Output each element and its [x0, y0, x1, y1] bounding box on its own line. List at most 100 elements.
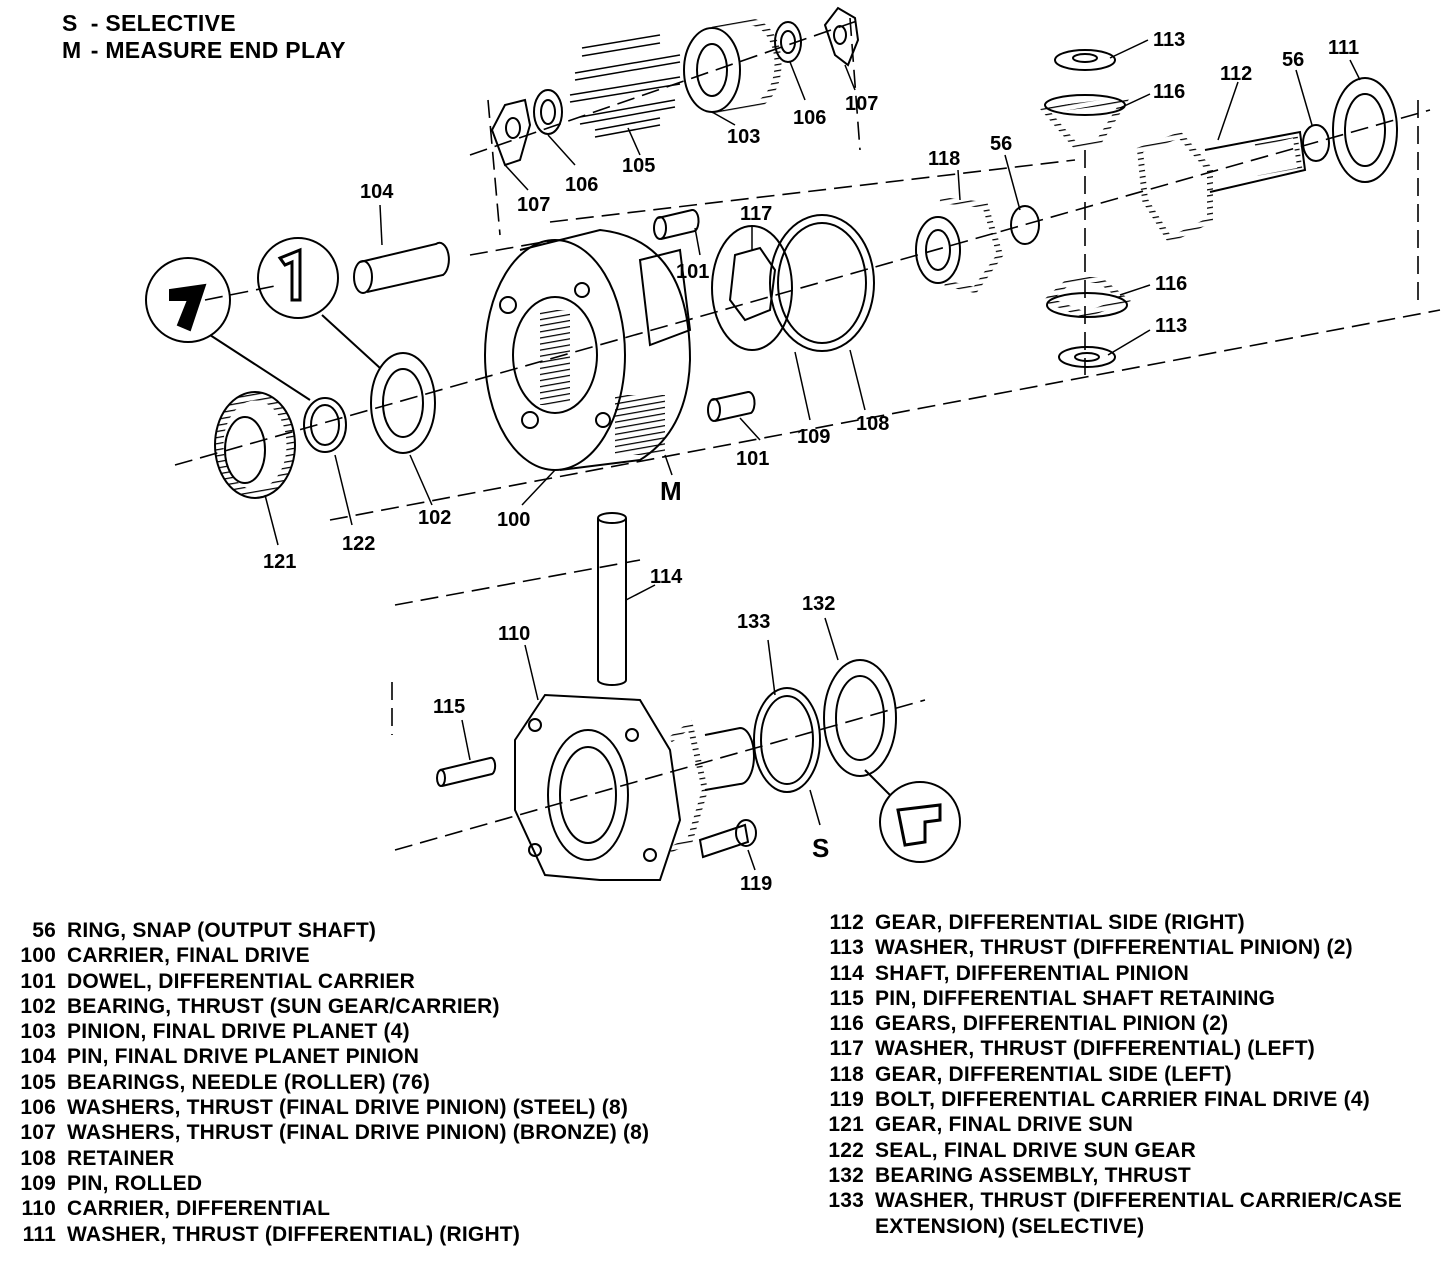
callout-107: 107	[845, 93, 878, 115]
part-description: PIN, DIFFERENTIAL SHAFT RETAINING	[875, 986, 1276, 1010]
part-number: 119	[829, 1088, 864, 1112]
thrust-bearing-102	[370, 352, 436, 454]
legend-key: S - SELECTIVE M - MEASURE END PLAY	[62, 10, 346, 64]
part-description: BEARING, THRUST (SUN GEAR/CARRIER)	[67, 994, 500, 1018]
parts-list-row: 122 SEAL, FINAL DRIVE SUN GEAR	[808, 1138, 1402, 1163]
callout-116: 116	[1155, 273, 1187, 295]
part-number: 132	[828, 1163, 864, 1187]
part-description: BOLT, DIFFERENTIAL CARRIER FINAL DRIVE (…	[875, 1088, 1370, 1112]
part-description: SHAFT, DIFFERENTIAL PINION	[875, 961, 1189, 985]
part-description: PIN, ROLLED	[67, 1171, 203, 1195]
callout-133: 133	[737, 611, 770, 633]
callout-106: 106	[793, 107, 826, 129]
callout-101: 101	[736, 448, 769, 470]
part-description: PIN, FINAL DRIVE PLANET PINION	[67, 1045, 420, 1069]
legend-selective: S - SELECTIVE	[62, 10, 346, 37]
callout-106: 106	[565, 174, 598, 196]
part-number: 112	[829, 911, 864, 934]
legend-text: - MEASURE END PLAY	[90, 37, 346, 63]
part-number: 103	[20, 1020, 56, 1044]
snap-ring-56-right	[1302, 124, 1330, 162]
callout-117: 117	[740, 203, 772, 225]
part-description: WASHER, THRUST (DIFFERENTIAL PINION) (2)	[875, 936, 1353, 960]
final-drive-carrier-100	[484, 228, 692, 471]
legend-text: - SELECTIVE	[90, 10, 236, 36]
thrust-bearing-132	[823, 659, 897, 777]
parts-list-row: 121 GEAR, FINAL DRIVE SUN	[808, 1112, 1402, 1137]
planet-pinion-103	[683, 18, 782, 116]
callout-105: 105	[622, 155, 655, 177]
pinion-gear-116-lower	[1042, 277, 1131, 319]
part-number: 100	[20, 944, 56, 968]
callout-110: 110	[498, 623, 530, 645]
part-description: GEARS, DIFFERENTIAL PINION (2)	[875, 1012, 1229, 1036]
parts-list-row: 115 PIN, DIFFERENTIAL SHAFT RETAINING	[808, 986, 1402, 1011]
planet-pin-104	[353, 241, 450, 294]
thrust-washers-top	[774, 6, 860, 67]
part-description: SEAL, FINAL DRIVE SUN GEAR	[875, 1138, 1197, 1162]
legend-code: S	[62, 10, 78, 36]
callout-100: 100	[497, 509, 530, 531]
callout-122: 122	[342, 533, 375, 555]
part-number: 108	[20, 1146, 56, 1170]
parts-list-row: 133 WASHER, THRUST (DIFFERENTIAL CARRIER/…	[808, 1188, 1402, 1213]
retainer-108	[769, 214, 875, 352]
callout-112: 112	[1220, 63, 1252, 85]
part-description: WASHER, THRUST (DIFFERENTIAL CARRIER/CAS…	[875, 1189, 1402, 1213]
callout-m: M	[660, 476, 682, 506]
part-description: RETAINER	[67, 1146, 175, 1170]
needle-bearings-105	[569, 34, 681, 138]
callout-56: 56	[990, 133, 1012, 155]
side-gear-112	[1136, 130, 1307, 244]
parts-list-row: 100 CARRIER, FINAL DRIVE	[0, 943, 649, 968]
part-number: 110	[21, 1197, 56, 1221]
part-description: CARRIER, FINAL DRIVE	[67, 944, 310, 968]
part-number: 115	[829, 986, 864, 1010]
dowel-101-lower	[707, 390, 756, 422]
part-number: 116	[829, 1012, 864, 1036]
leader-lines	[264, 39, 1361, 871]
thrust-washer-111	[1332, 77, 1398, 183]
dowel-101-upper	[653, 208, 700, 240]
part-number: 122	[828, 1138, 864, 1162]
centerlines	[174, 17, 1441, 851]
part-description: GEAR, DIFFERENTIAL SIDE (LEFT)	[875, 1062, 1232, 1086]
callout-107: 107	[517, 194, 550, 216]
part-description: GEAR, FINAL DRIVE SUN	[875, 1113, 1134, 1137]
parts-list-row: EXTENSION) (SELECTIVE)	[808, 1214, 1402, 1239]
callout-118: 118	[928, 148, 960, 170]
parts-list-row: 114 SHAFT, DIFFERENTIAL PINION	[808, 961, 1402, 986]
callout-108: 108	[856, 413, 889, 435]
part-number: 121	[828, 1113, 864, 1137]
parts-list-row: 116 GEARS, DIFFERENTIAL PINION (2)	[808, 1011, 1402, 1036]
part-number: 107	[20, 1121, 56, 1145]
parts-list-row: 108 RETAINER	[0, 1146, 649, 1171]
callout-113: 113	[1155, 315, 1187, 337]
part-description: RING, SNAP (OUTPUT SHAFT)	[67, 919, 377, 942]
bolt-119	[698, 819, 757, 859]
part-description: PINION, FINAL DRIVE PLANET (4)	[67, 1020, 410, 1044]
differential-carrier-110	[514, 693, 755, 881]
part-number: 114	[829, 961, 864, 985]
part-number: 133	[828, 1189, 864, 1213]
bearing-detail-circle	[864, 769, 961, 863]
callout-109: 109	[797, 426, 830, 448]
washer-113-lower	[1058, 346, 1116, 368]
callout-121: 121	[263, 551, 296, 573]
side-gear-118	[915, 197, 1004, 294]
callout-119: 119	[740, 873, 772, 895]
part-description: WASHER, THRUST (DIFFERENTIAL) (RIGHT)	[67, 1222, 521, 1246]
part-number: 113	[829, 936, 864, 960]
